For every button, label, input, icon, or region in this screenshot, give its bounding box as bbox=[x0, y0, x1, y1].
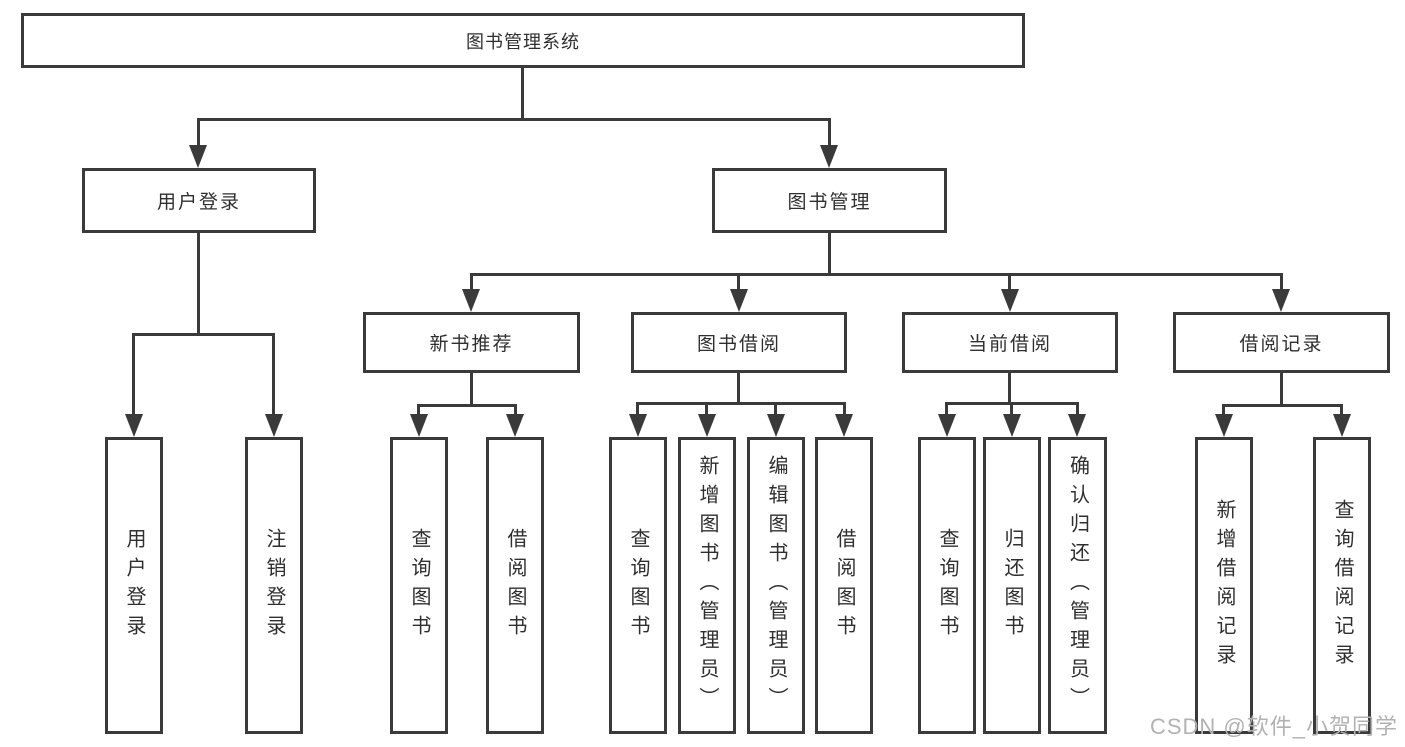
connector-drop bbox=[470, 273, 473, 292]
connector-userlogin-bar bbox=[132, 333, 275, 336]
arrow-down-icon bbox=[1003, 414, 1021, 437]
leaf-user-login-label: 用户登录 bbox=[123, 527, 145, 644]
leaf-query-borrow-record: 查询借阅记录 bbox=[1313, 437, 1371, 734]
leaf-return-book-label: 归还图书 bbox=[1001, 527, 1023, 644]
leaf-add-book-admin-label: 新增图书（管理员） bbox=[696, 455, 718, 716]
connector-drop bbox=[197, 118, 200, 148]
connector-root-stem bbox=[521, 66, 524, 121]
connector-userlogin-stem bbox=[197, 231, 200, 336]
connector-borrowrecords-stem bbox=[1280, 371, 1283, 407]
node-user-login: 用户登录 bbox=[82, 168, 316, 233]
leaf-add-borrow-record-label: 新增借阅记录 bbox=[1213, 498, 1235, 673]
arrow-down-icon bbox=[1215, 414, 1233, 437]
node-new-book-recommend: 新书推荐 bbox=[363, 312, 580, 373]
connector-drop bbox=[1010, 402, 1013, 417]
node-book-borrowing: 图书借阅 bbox=[631, 312, 847, 373]
csdn-watermark: CSDN @软件_小贺同学 bbox=[1149, 714, 1398, 739]
leaf-borrow-books-borrowing-label: 借阅图书 bbox=[833, 527, 855, 644]
connector-drop bbox=[1280, 273, 1283, 292]
connector-level3-bar bbox=[470, 273, 1283, 276]
leaf-confirm-return-admin: 确认归还（管理员） bbox=[1048, 437, 1107, 734]
leaf-logout: 注销登录 bbox=[245, 437, 303, 734]
arrow-down-icon bbox=[629, 414, 647, 437]
connector-newbooks-stem bbox=[470, 371, 473, 407]
connector-bookborrow-stem bbox=[737, 371, 740, 405]
connector-drop bbox=[417, 404, 420, 417]
connector-newbooks-bar bbox=[417, 404, 517, 407]
arrow-down-icon bbox=[730, 289, 748, 312]
node-root-label: 图书管理系统 bbox=[466, 31, 580, 52]
arrow-down-icon bbox=[506, 414, 524, 437]
connector-drop bbox=[843, 402, 846, 417]
leaf-edit-book-admin: 编辑图书（管理员） bbox=[747, 437, 805, 734]
connector-drop bbox=[1222, 404, 1225, 417]
leaf-confirm-return-admin-label: 确认归还（管理员） bbox=[1066, 455, 1089, 716]
leaf-query-books-newbooks-label: 查询图书 bbox=[408, 527, 430, 644]
arrow-down-icon bbox=[820, 145, 838, 168]
arrow-down-icon bbox=[835, 414, 853, 437]
node-current-borrowing: 当前借阅 bbox=[902, 312, 1118, 373]
leaf-user-login: 用户登录 bbox=[105, 437, 163, 734]
node-current-borrowing-label: 当前借阅 bbox=[967, 334, 1052, 355]
leaf-query-books-borrowing: 查询图书 bbox=[609, 437, 667, 734]
connector-drop bbox=[945, 402, 948, 417]
leaf-add-book-admin: 新增图书（管理员） bbox=[678, 437, 736, 734]
leaf-logout-label: 注销登录 bbox=[263, 527, 285, 644]
arrow-down-icon bbox=[767, 414, 785, 437]
leaf-query-books-newbooks: 查询图书 bbox=[390, 437, 448, 734]
connector-drop bbox=[1076, 402, 1079, 417]
arrow-down-icon bbox=[1001, 289, 1019, 312]
leaf-borrow-books-newbooks: 借阅图书 bbox=[486, 437, 544, 734]
node-root: 图书管理系统 bbox=[21, 13, 1025, 68]
connector-drop bbox=[514, 404, 517, 417]
connector-root-bar bbox=[197, 118, 831, 121]
connector-drop bbox=[272, 333, 275, 417]
connector-drop bbox=[737, 273, 740, 292]
connector-drop bbox=[636, 402, 639, 417]
arrow-down-icon bbox=[410, 414, 428, 437]
node-book-management: 图书管理 bbox=[712, 168, 947, 233]
node-borrow-records: 借阅记录 bbox=[1173, 312, 1390, 373]
connector-drop bbox=[774, 402, 777, 417]
node-book-borrowing-label: 图书借阅 bbox=[696, 334, 781, 355]
leaf-edit-book-admin-label: 编辑图书（管理员） bbox=[765, 455, 787, 716]
connector-drop bbox=[828, 118, 831, 148]
arrow-down-icon bbox=[698, 414, 716, 437]
connector-drop bbox=[705, 402, 708, 417]
arrow-down-icon bbox=[189, 145, 207, 168]
node-new-book-recommend-label: 新书推荐 bbox=[429, 334, 514, 355]
arrow-down-icon bbox=[1333, 414, 1351, 437]
arrow-down-icon bbox=[938, 414, 956, 437]
arrow-down-icon bbox=[1272, 289, 1290, 312]
leaf-return-book: 归还图书 bbox=[983, 437, 1041, 734]
connector-drop bbox=[1008, 273, 1011, 292]
arrow-down-icon bbox=[265, 414, 283, 437]
leaf-borrow-books-borrowing: 借阅图书 bbox=[815, 437, 873, 734]
node-borrow-records-label: 借阅记录 bbox=[1239, 334, 1324, 355]
connector-bookborrow-bar bbox=[636, 402, 846, 405]
arrow-down-icon bbox=[125, 414, 143, 437]
connector-borrowrecords-bar bbox=[1222, 404, 1343, 407]
leaf-query-books-current: 查询图书 bbox=[918, 437, 976, 734]
arrow-down-icon bbox=[462, 289, 480, 312]
leaf-query-books-borrowing-label: 查询图书 bbox=[627, 527, 649, 644]
connector-drop bbox=[1340, 404, 1343, 417]
connector-currentborrow-stem bbox=[1008, 371, 1011, 405]
leaf-query-borrow-record-label: 查询借阅记录 bbox=[1331, 498, 1353, 673]
node-book-management-label: 图书管理 bbox=[787, 192, 872, 213]
node-user-login-label: 用户登录 bbox=[156, 192, 241, 213]
connector-drop bbox=[132, 333, 135, 417]
leaf-borrow-books-newbooks-label: 借阅图书 bbox=[504, 527, 526, 644]
connector-bookmgmt-stem bbox=[828, 231, 831, 276]
leaf-add-borrow-record: 新增借阅记录 bbox=[1195, 437, 1253, 734]
arrow-down-icon bbox=[1068, 414, 1086, 437]
leaf-query-books-current-label: 查询图书 bbox=[936, 527, 958, 644]
